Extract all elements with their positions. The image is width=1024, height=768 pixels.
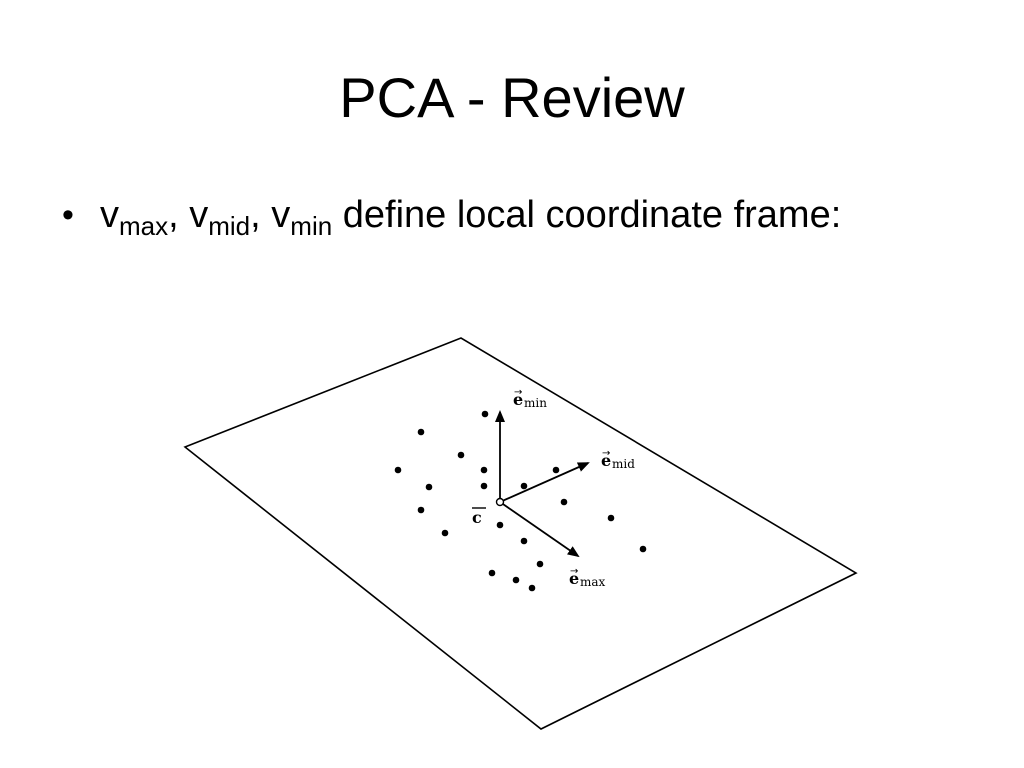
data-points: [394, 410, 647, 592]
e-mid-vector-arrow: →: [602, 448, 610, 459]
data-point: [394, 466, 402, 474]
v-mid-subscript: mid: [208, 211, 251, 241]
plane-parallelogram: [183, 337, 858, 730]
e-mid-base: e: [601, 451, 611, 470]
e-max-arrow: [499, 501, 580, 558]
data-point: [480, 482, 488, 490]
slide-title: PCA - Review: [339, 66, 685, 129]
e-mid-subscript: mid: [612, 457, 635, 471]
v-max-subscript: max: [119, 211, 169, 241]
data-point: [552, 466, 560, 474]
data-point: [425, 483, 433, 491]
data-point: [441, 529, 449, 537]
centroid-label: c: [472, 508, 482, 527]
data-point: [496, 521, 504, 529]
data-point: [481, 410, 489, 418]
data-point: [528, 584, 536, 592]
e-min-label: → e min: [513, 387, 547, 410]
separator-1: ,: [168, 194, 190, 236]
data-point: [520, 482, 528, 490]
data-point: [520, 537, 528, 545]
v-mid-base: v: [189, 194, 209, 236]
e-max-label: → e max: [569, 566, 606, 589]
data-point: [560, 498, 568, 506]
bullet-rest-text: define local coordinate frame:: [332, 194, 842, 236]
data-point: [488, 569, 496, 577]
e-min-subscript: min: [524, 396, 547, 410]
data-point: [607, 514, 615, 522]
data-point: [417, 506, 425, 514]
bullet-text: vmax, vmid, vmin define local coordinate…: [100, 190, 880, 240]
data-point: [536, 560, 544, 568]
data-point: [639, 545, 647, 553]
data-point: [457, 451, 465, 459]
v-max-base: v: [100, 194, 119, 236]
e-max-base: e: [569, 569, 579, 588]
v-min-subscript: min: [290, 211, 333, 241]
bullet-marker: •: [62, 196, 74, 234]
e-mid-label: → e mid: [601, 448, 635, 471]
v-min-base: v: [271, 194, 291, 236]
data-point: [512, 576, 520, 584]
e-mid-arrow: [499, 462, 590, 503]
e-min-vector-arrow: →: [514, 387, 522, 398]
separator-2: ,: [250, 194, 272, 236]
e-min-base: e: [513, 390, 523, 409]
data-point: [417, 428, 425, 436]
data-point: [480, 466, 488, 474]
e-max-vector-arrow: →: [570, 566, 578, 577]
centroid-marker: [495, 497, 505, 507]
e-max-subscript: max: [580, 575, 606, 589]
